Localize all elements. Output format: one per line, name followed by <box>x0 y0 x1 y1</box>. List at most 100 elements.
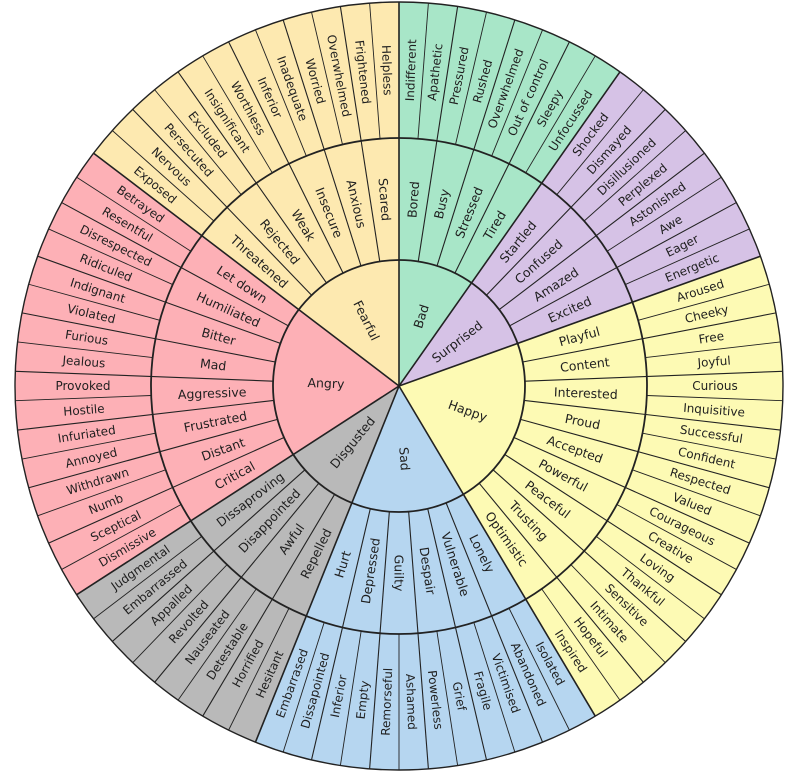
mid-divider <box>48 437 285 544</box>
mid-divider <box>509 202 737 327</box>
mid-divider <box>524 370 783 382</box>
outer-label-curious: Curious <box>692 379 737 393</box>
outer-band-surprised <box>541 71 761 303</box>
mid-divider <box>478 482 644 683</box>
mid-divider <box>445 502 544 743</box>
mid-divider <box>28 418 278 489</box>
core-sector-angry <box>273 309 399 455</box>
mid-label-scared: Scared <box>376 178 394 222</box>
outer-label-apathetic: Apathetic <box>425 43 446 102</box>
core-sector-sad <box>351 386 464 513</box>
wheel-dividers <box>14 1 784 771</box>
core-divider <box>398 385 596 717</box>
outer-divider <box>132 564 228 663</box>
mid-divider <box>504 454 722 596</box>
mid-divider <box>408 511 429 769</box>
mid-divider <box>177 71 327 284</box>
outer-divider <box>282 622 325 753</box>
outer-label-grief: Grief <box>450 681 469 713</box>
outer-band-angry <box>14 153 202 595</box>
outer-divider <box>93 535 203 620</box>
outer-divider <box>645 341 781 359</box>
outer-divider <box>177 588 257 701</box>
mid-band-bad <box>399 137 542 283</box>
outer-divider <box>112 130 215 222</box>
outer-label-jealous: Jealous <box>61 353 106 370</box>
outer-label-hostile: Hostile <box>63 402 105 419</box>
mid-divider <box>154 482 320 683</box>
mid-label-bored: Bored <box>404 181 422 219</box>
mid-divider <box>492 469 687 642</box>
outer-band-sad <box>255 599 596 770</box>
outer-divider <box>508 608 570 731</box>
mid-band-fearful <box>201 138 399 310</box>
outer-divider <box>311 11 343 145</box>
outer-band-disgusted <box>76 520 307 743</box>
core-divider <box>398 255 761 387</box>
outer-label-empty: Empty <box>354 680 372 720</box>
mid-label-mad: Mad <box>199 356 227 374</box>
mid-divider <box>454 41 570 274</box>
outer-divider <box>255 29 307 157</box>
outer-divider <box>48 228 173 285</box>
core-divider <box>76 385 400 596</box>
mid-label-despair: Despair <box>416 546 438 597</box>
outer-label-ashamed: Ashamed <box>403 673 419 730</box>
outer-divider <box>541 588 621 701</box>
mid-band-sad <box>306 494 526 634</box>
outer-divider <box>61 504 182 570</box>
outer-divider <box>632 469 761 517</box>
outer-label-free: Free <box>698 329 725 347</box>
middle-ring <box>150 137 648 635</box>
mid-divider <box>417 6 459 262</box>
mid-divider <box>436 19 516 267</box>
outer-divider <box>28 283 160 321</box>
mid-label-aggressive: Aggressive <box>178 384 247 402</box>
mid-divider <box>498 152 705 311</box>
mid-divider <box>15 370 274 382</box>
mid-divider <box>132 108 313 296</box>
outer-divider <box>556 89 644 195</box>
mid-label-guilty: Guilty <box>392 555 407 592</box>
outer-divider <box>154 89 242 195</box>
inner-ring <box>272 259 526 513</box>
core-divider <box>93 152 400 387</box>
outer-divider <box>642 432 777 460</box>
outer-divider <box>570 564 666 663</box>
outer-divider <box>595 535 705 620</box>
mid-divider <box>522 312 777 363</box>
mid-divider <box>524 399 781 431</box>
outer-label-furious: Furious <box>64 328 109 348</box>
outer-label-provoked: Provoked <box>55 379 110 393</box>
mid-band-surprised <box>471 183 633 344</box>
outer-divider <box>646 395 783 402</box>
outer-divider <box>202 55 273 174</box>
core-divider <box>254 385 400 743</box>
core-sector-surprised <box>399 282 518 386</box>
outer-divider <box>21 432 156 460</box>
outer-divider <box>15 395 152 402</box>
mid-label-proud: Proud <box>564 411 602 433</box>
mid-divider <box>21 312 276 363</box>
mid-divider <box>339 6 381 262</box>
mid-label-interested: Interested <box>554 384 618 401</box>
mid-divider <box>111 469 306 642</box>
core-divider <box>398 71 621 387</box>
outer-label-helpless: Helpless <box>379 45 395 96</box>
core-sector-bad <box>399 260 472 386</box>
outer-divider <box>491 29 543 157</box>
outer-divider <box>455 11 487 145</box>
mid-divider <box>513 437 750 544</box>
outer-label-indifferent: Indifferent <box>403 39 419 102</box>
mid-divider <box>17 399 274 431</box>
outer-divider <box>76 176 192 252</box>
mid-divider <box>202 494 336 717</box>
outer-divider <box>625 228 750 285</box>
core-sector-disgusted <box>293 386 399 503</box>
core-label-angry: Angry <box>307 375 345 391</box>
core-sector-happy <box>399 343 525 495</box>
outer-band-bad <box>399 2 620 184</box>
mid-band-angry <box>151 235 299 521</box>
core-label-bad: Bad <box>410 303 432 331</box>
